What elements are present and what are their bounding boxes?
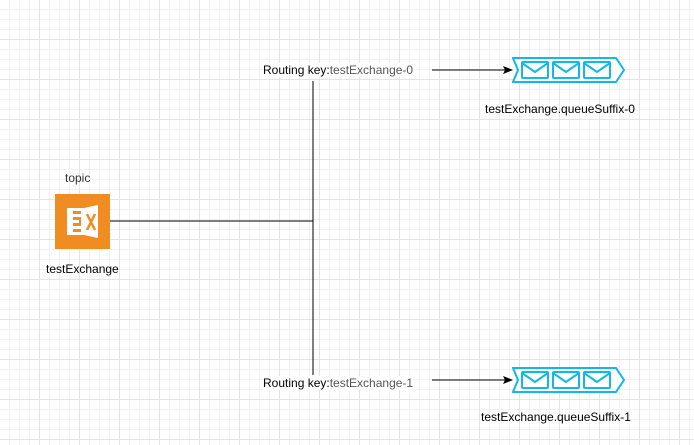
routing-label-1: Routing key:testExchange-1 <box>263 376 414 390</box>
queue-name-label-1: testExchange.queueSuffix-1 <box>481 410 631 424</box>
queue-node-1[interactable] <box>511 366 626 394</box>
message-queue-icon <box>511 367 626 393</box>
exchange-name-label: testExchange <box>46 262 119 276</box>
queue-node-0[interactable] <box>511 56 626 84</box>
routing-key: testExchange-0 <box>329 63 414 77</box>
exchange-server-icon <box>55 194 110 249</box>
queue-name-label-0: testExchange.queueSuffix-0 <box>485 102 635 116</box>
routing-prefix: Routing key: <box>263 376 330 390</box>
routing-label-0: Routing key:testExchange-0 <box>263 63 414 77</box>
message-queue-icon <box>511 57 626 83</box>
routing-key: testExchange-1 <box>329 376 414 390</box>
routing-prefix: Routing key: <box>263 63 330 77</box>
exchange-node[interactable] <box>55 194 110 249</box>
exchange-type-label: topic <box>65 171 91 185</box>
